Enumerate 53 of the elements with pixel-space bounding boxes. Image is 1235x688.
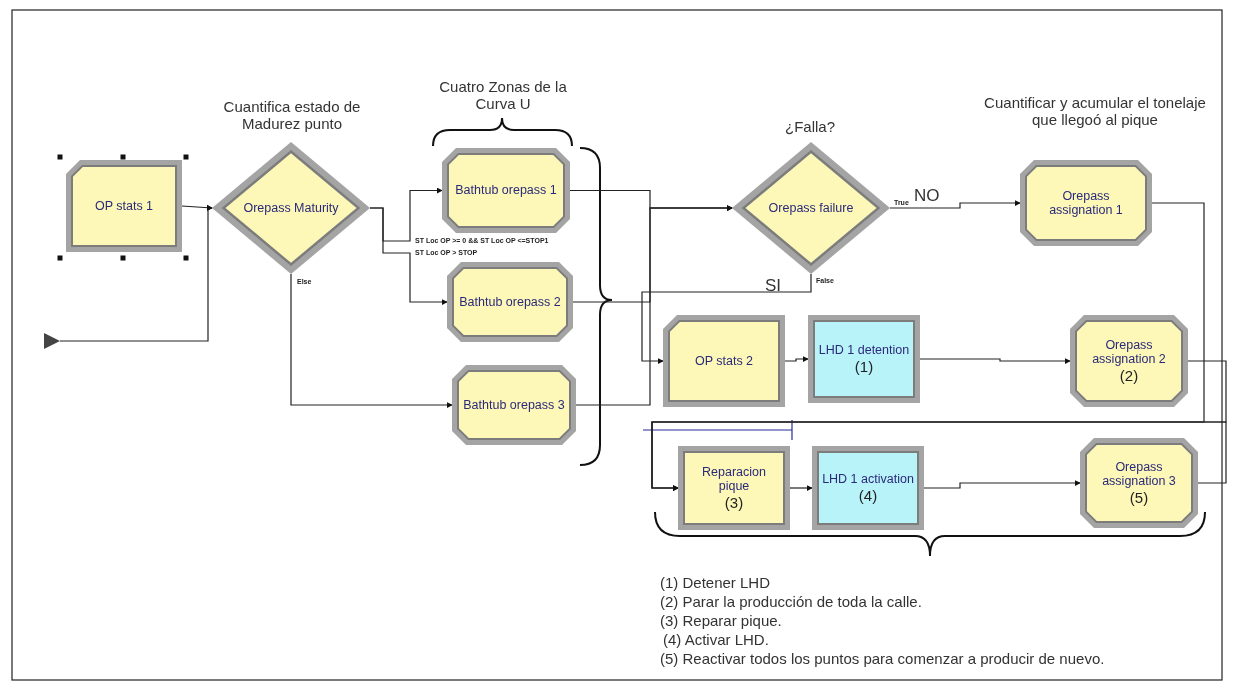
process-box (452, 365, 576, 445)
connector-arrow (369, 207, 448, 305)
process-box (1080, 438, 1198, 528)
process-box (812, 446, 924, 530)
note-text: (4) Activar LHD. (663, 631, 770, 649)
step-number: (4) (857, 486, 879, 504)
process-box (447, 262, 573, 342)
connector-arrow (59, 205, 213, 342)
process-box (1070, 315, 1188, 407)
node-label: Reparacion pique (701, 465, 767, 494)
node-label: LHD 1 activation (821, 472, 915, 487)
node-label: Orepass Maturity (242, 200, 340, 216)
connector-arrow (784, 356, 809, 362)
step-number: (5) (1128, 488, 1150, 506)
node-caption: Cuantificar y acumular el tonelaje que llegoó al pique (983, 94, 1207, 129)
branch-label: NO (914, 186, 941, 206)
process-box (663, 315, 785, 407)
node-caption: ¿Falla? (784, 118, 836, 136)
node-label: Orepass assignation 2 (1091, 338, 1167, 367)
step-number: (2) (1118, 366, 1140, 384)
note-text: (2) Parar la producción de toda la calle. (660, 593, 923, 611)
process-box (66, 160, 182, 252)
branch-label: SI (765, 276, 783, 296)
decision-diamond (732, 142, 890, 274)
connector-arrow (889, 200, 1021, 209)
node-label: Orepass assignation 3 (1101, 460, 1177, 489)
connector-arrow (651, 421, 1227, 491)
process-box (1020, 160, 1152, 246)
annotation-text: Cuatro Zonas de la Curva U (438, 78, 568, 113)
connector-arrow (919, 358, 1071, 364)
node-label: Orepass failure (767, 200, 855, 216)
note-text: (1) Detener LHD (660, 574, 772, 592)
connector-arrow (641, 273, 812, 364)
connector-arrow (789, 485, 813, 491)
node-caption: Cuantifica estado de Madurez punto (222, 98, 362, 133)
connector-arrow (290, 273, 453, 408)
node-label: OP stats 1 (93, 198, 155, 214)
step-number: (3) (723, 493, 745, 511)
decision-diamond (212, 142, 370, 274)
node-label: Bathtub orepass 3 (462, 397, 566, 413)
step-number: (1) (853, 357, 875, 375)
connector-arrow (575, 205, 733, 406)
process-box (678, 446, 790, 530)
process-box (442, 148, 570, 233)
node-label: Orepass assignation 1 (1048, 188, 1124, 218)
note-text: (3) Reparar pique. (660, 612, 783, 630)
node-label: LHD 1 detention (817, 343, 911, 358)
node-label: Bathtub orepass 2 (458, 294, 562, 310)
process-box (808, 315, 920, 403)
note-text: (5) Reactivar todos los puntos para comenzar a producir de nuevo. (660, 650, 1106, 668)
node-label: OP stats 2 (693, 353, 755, 369)
node-label: Bathtub orepass 1 (454, 183, 558, 198)
connector-arrow (923, 480, 1081, 489)
